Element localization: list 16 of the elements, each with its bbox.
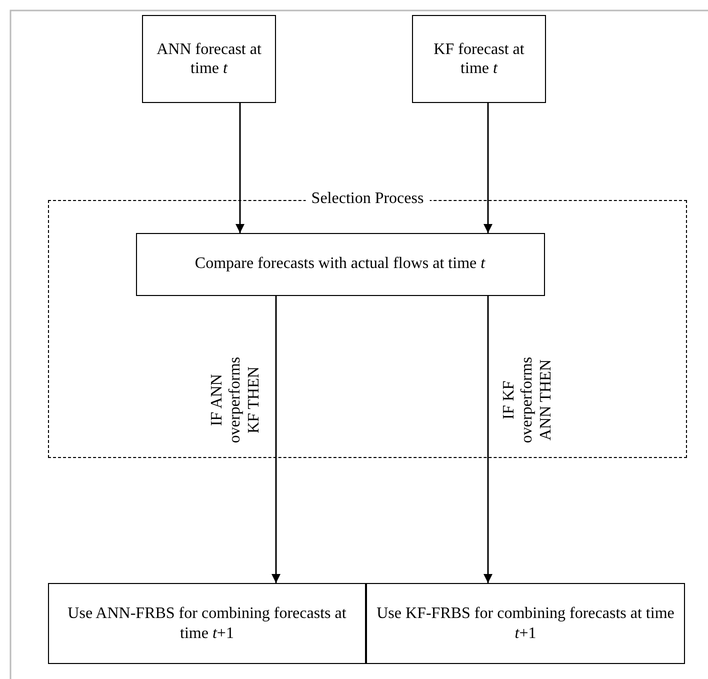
process-box <box>412 15 546 103</box>
process-box <box>48 583 366 664</box>
box-text: Use ANN-FRBS for combining forecasts at time t+1 <box>66 604 348 643</box>
box-text: ANN forecast at time t <box>156 40 262 78</box>
box-text: Use KF-FRBS for combining forecasts at time t+1 <box>376 604 675 643</box>
box-text: Compare forecasts with actual flows at time t <box>194 254 486 274</box>
edge-label: IF KF overperforms ANN THEN <box>500 356 556 443</box>
edge-label: IF ANN overperforms KF THEN <box>208 356 264 443</box>
arrow <box>272 296 280 583</box>
arrow <box>236 103 244 233</box>
process-box <box>366 583 685 664</box>
box-text: KF forecast at time t <box>432 40 526 78</box>
process-box <box>142 15 276 103</box>
arrow <box>484 296 492 583</box>
process-box <box>136 232 544 296</box>
arrow <box>484 103 492 233</box>
